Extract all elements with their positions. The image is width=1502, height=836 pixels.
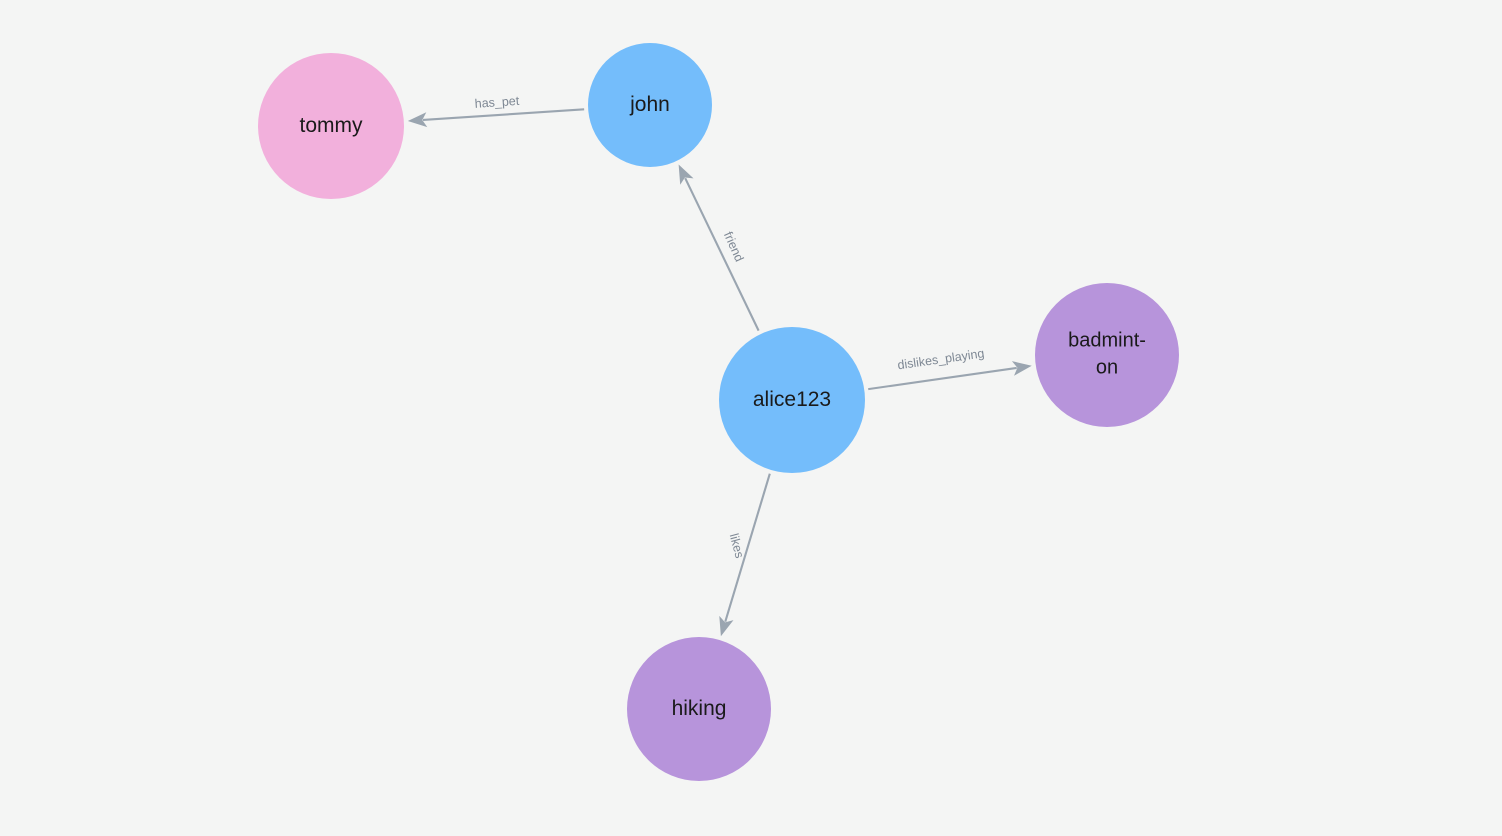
graph-edge[interactable]	[868, 361, 1032, 391]
edge-line	[684, 177, 760, 332]
edge-label: dislikes_playing	[897, 346, 986, 372]
edge-line	[724, 473, 771, 622]
edge-arrowhead	[407, 112, 428, 128]
node-circle[interactable]	[719, 327, 865, 473]
graph-node-badminton[interactable]: badmint-on	[1035, 283, 1179, 427]
edge-label: has_pet	[474, 94, 520, 111]
edges-layer	[407, 108, 1032, 637]
nodes-layer: tommy john alice123 badmint-on hiking	[258, 43, 1179, 781]
edge-arrowhead	[678, 164, 694, 185]
node-circle[interactable]	[627, 637, 771, 781]
graph-edge[interactable]	[678, 164, 760, 332]
edge-line	[868, 366, 1017, 391]
edge-label: likes	[727, 532, 747, 560]
node-circle[interactable]	[588, 43, 712, 167]
edge-arrowhead	[1011, 361, 1032, 376]
graph-node-john[interactable]: john	[588, 43, 712, 167]
graph-edge[interactable]	[719, 473, 771, 637]
edge-arrowhead	[719, 615, 734, 637]
graph-node-alice123[interactable]: alice123	[719, 327, 865, 473]
node-circle[interactable]	[258, 53, 404, 199]
graph-edge[interactable]	[407, 108, 585, 128]
graph-node-tommy[interactable]: tommy	[258, 53, 404, 199]
node-circle[interactable]	[1035, 283, 1179, 427]
graph-node-hiking[interactable]: hiking	[627, 637, 771, 781]
edge-line	[422, 108, 585, 121]
